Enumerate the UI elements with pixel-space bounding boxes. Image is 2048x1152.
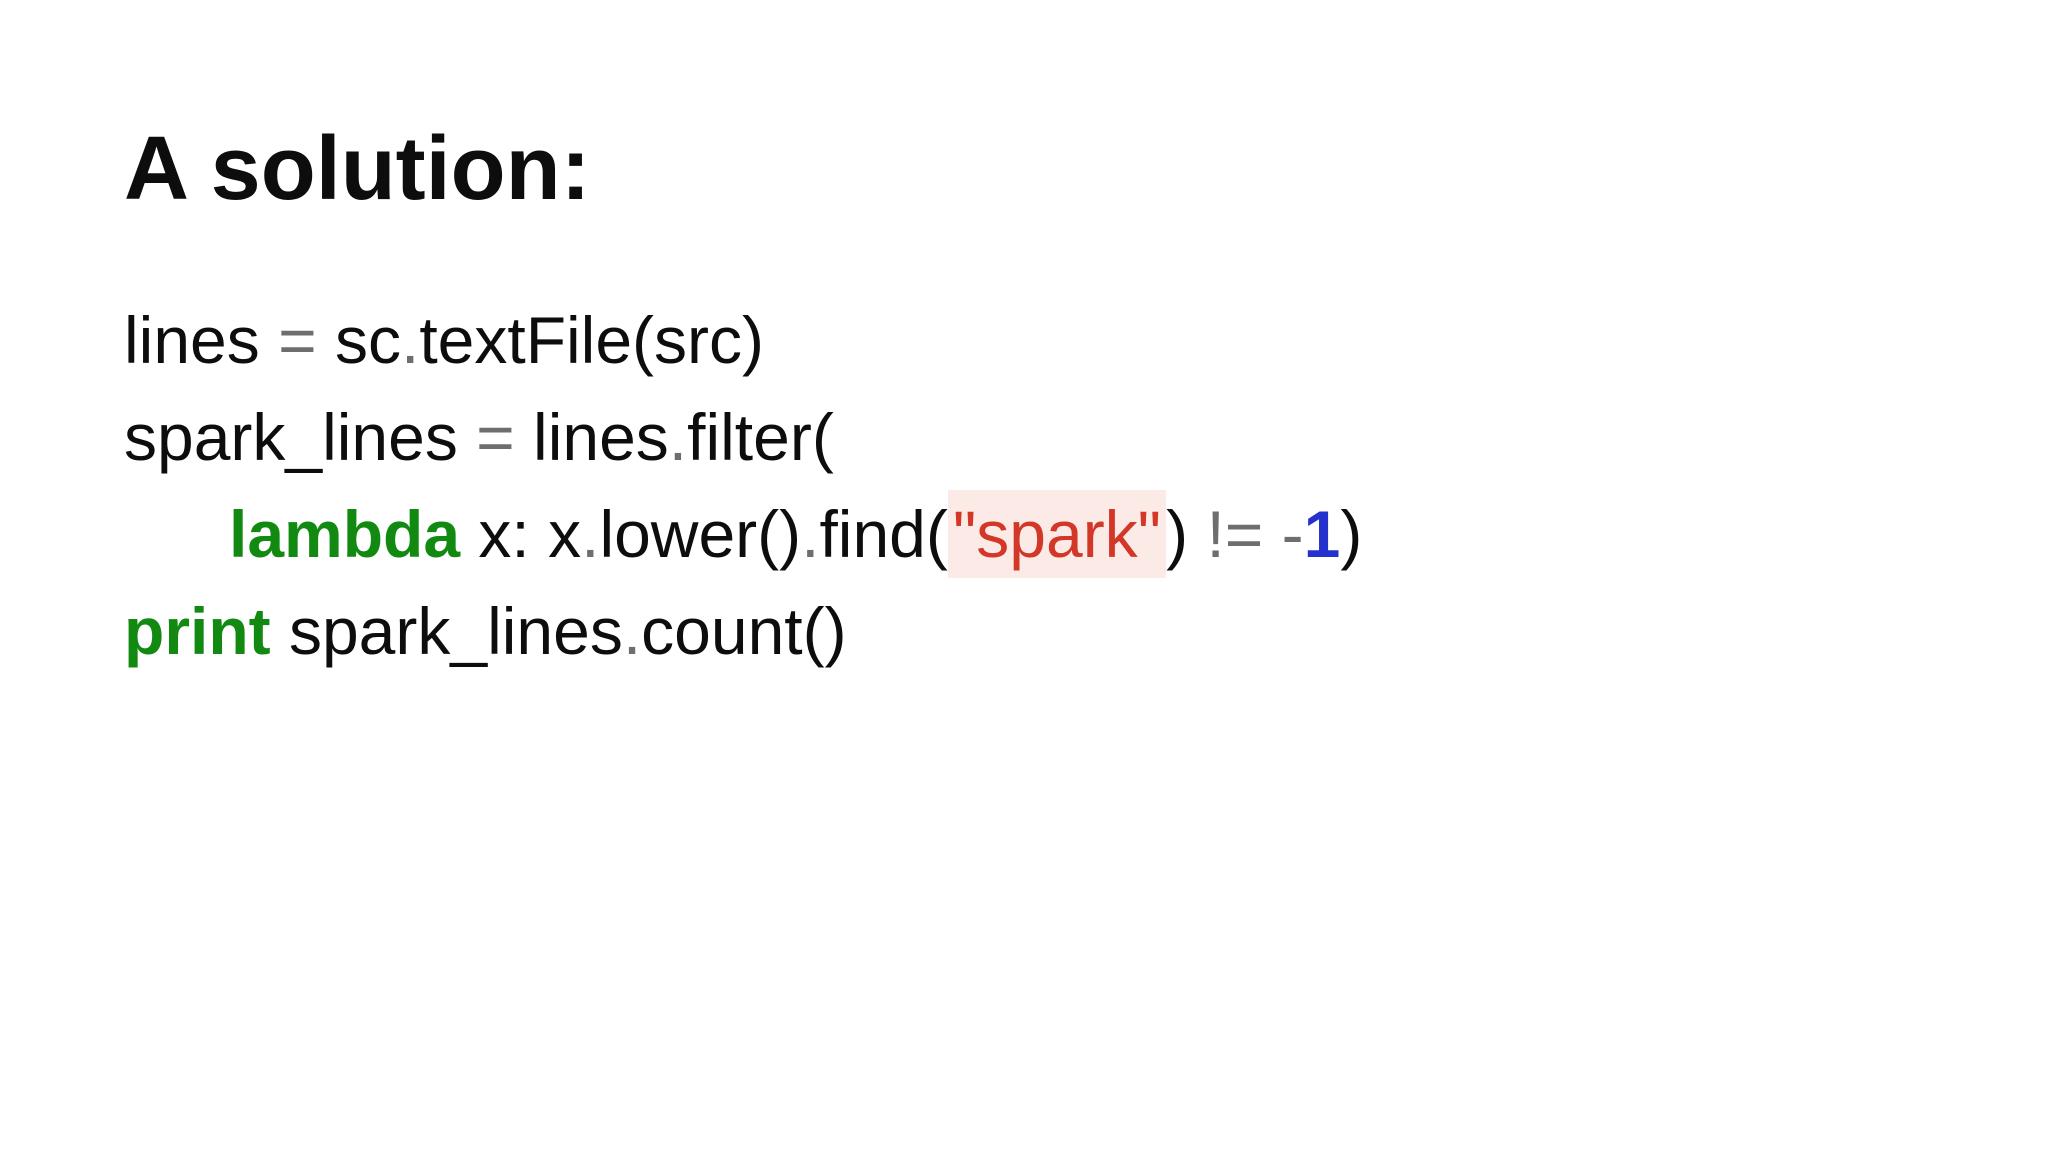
code-block: lines = sc.textFile(src)spark_lines = li… <box>124 292 1362 680</box>
code-token-op: != - <box>1206 497 1304 571</box>
code-token-keyword: lambda <box>229 497 461 571</box>
code-token-op: . <box>622 594 642 668</box>
code-token-plain: ) <box>1166 497 1207 571</box>
code-token-plain: spark_lines <box>124 400 477 474</box>
slide-title: A solution: <box>124 119 591 219</box>
code-token-op: = <box>476 400 515 474</box>
code-token-plain: x: x <box>460 497 582 571</box>
code-line: print spark_lines.count() <box>124 583 1362 680</box>
code-token-op: . <box>801 497 820 571</box>
code-token-plain: lower() <box>599 497 802 571</box>
code-token-plain: filter( <box>687 400 834 474</box>
code-line: lambda x: x.lower().find("spark") != -1) <box>124 486 1362 583</box>
code-token-plain: count() <box>641 594 847 668</box>
code-token-number: 1 <box>1303 497 1341 571</box>
code-token-plain: textFile(src) <box>419 303 764 377</box>
code-token-plain: lines <box>124 303 279 377</box>
code-line: spark_lines = lines.filter( <box>124 389 1362 486</box>
code-token-op: . <box>400 303 420 377</box>
code-line: lines = sc.textFile(src) <box>124 292 1362 389</box>
code-token-plain: spark_lines <box>270 594 623 668</box>
code-token-op: . <box>668 400 688 474</box>
code-token-string: "spark" <box>947 490 1167 578</box>
code-token-plain: lines <box>514 400 669 474</box>
code-token-plain: sc <box>316 303 401 377</box>
code-token-plain: ) <box>1340 497 1363 571</box>
code-token-op: = <box>278 303 317 377</box>
code-token-plain: find( <box>819 497 948 571</box>
code-token-op: . <box>581 497 600 571</box>
code-token-keyword: print <box>124 594 271 668</box>
